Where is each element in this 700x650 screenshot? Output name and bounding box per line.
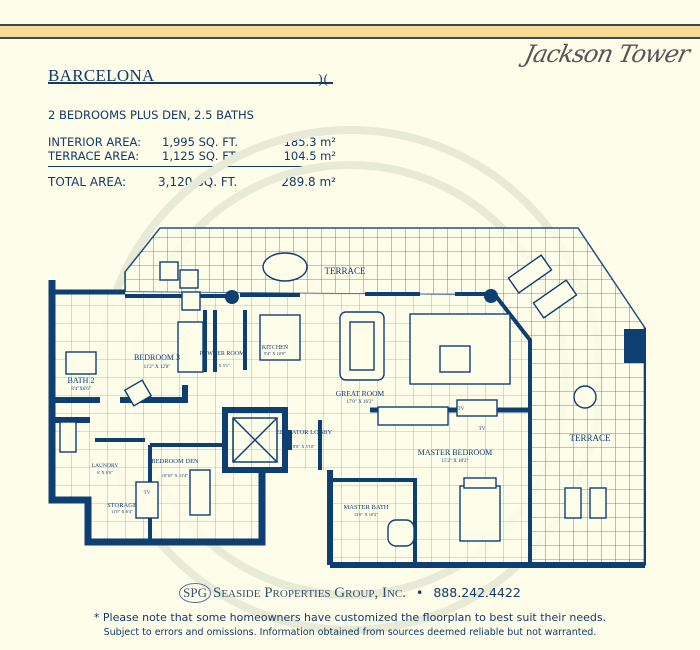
room-powder-room: POWDER ROOM — [200, 351, 246, 357]
area-sqm: 104.5 m² — [283, 149, 336, 163]
title-rule — [48, 82, 333, 84]
room-elevator-lobby-dims: 8'0" X 5'10" — [293, 444, 315, 449]
room-great-room: GREAT ROOM — [336, 389, 385, 398]
total-sqm: 289.8 m² — [281, 175, 336, 189]
walls — [48, 280, 646, 568]
room-terrace-right: TERRACE — [569, 433, 611, 443]
room-bath-2-dims: 8'4"X6'6" — [71, 387, 91, 392]
tv-label: TV — [458, 407, 465, 412]
disclaimer: Subject to errors and omissions. Informa… — [103, 627, 597, 638]
room-master-bedroom: MASTER BEDROOM — [418, 448, 492, 457]
room-master-bath-dims: 13'6" X 10'2" — [354, 512, 378, 517]
area-sqft: 1,125 SQ. FT. — [162, 149, 238, 163]
room-bedroom-den: BEDROOM DEN — [151, 458, 199, 465]
tv-label: TV — [144, 491, 151, 496]
room-bedroom-den-dims: 10'10" X 13'4" — [162, 473, 189, 478]
phone-number: 888.242.4422 — [433, 585, 521, 600]
area-label: TERRACE AREA: — [48, 149, 140, 163]
room-elevator-lobby: ELEVATOR LOBBY — [276, 429, 333, 436]
area-label: INTERIOR AREA: — [48, 135, 142, 149]
room-master-bedroom-dims: 15'2" X 18'2" — [442, 459, 469, 464]
unit-description: 2 BEDROOMS PLUS DEN, 2.5 BATHS — [48, 108, 254, 122]
room-storage-dims: 11'0" X 6'4" — [111, 509, 133, 514]
room-bath-2: BATH 2 — [68, 376, 95, 385]
room-labels: TERRACE TERRACE BEDROOM 3 11'2" X 12'8" … — [68, 266, 611, 517]
room-kitchen: KITCHEN — [262, 345, 289, 351]
top-rule-lower — [0, 37, 700, 39]
room-storage: STORAGE — [107, 502, 137, 509]
top-rule — [0, 24, 700, 26]
company-name: Seaside Properties Group, Inc. — [213, 585, 407, 601]
room-laundry-dims: 6' X 6'6" — [97, 470, 113, 475]
room-kitchen-dims: 9'4" X 10'9" — [264, 351, 286, 356]
furniture — [59, 252, 607, 547]
room-laundry: LAUNDRY — [92, 463, 119, 469]
columns — [225, 289, 644, 363]
unit-title: BARCELONA — [48, 66, 155, 85]
header-band — [0, 26, 700, 37]
separator: • — [416, 585, 424, 600]
room-bedroom-3-dims: 11'2" X 12'8" — [144, 365, 171, 370]
room-terrace-top: TERRACE — [324, 266, 366, 276]
room-powder-room-dims: 6' X 5'1" — [214, 363, 230, 368]
tv-label: TV — [479, 427, 486, 432]
customization-note: * Please note that some homeowners have … — [93, 611, 607, 624]
total-label: TOTAL AREA: — [48, 175, 127, 189]
ornament-icon: )( — [318, 73, 329, 88]
room-master-bath: MASTER BATH — [344, 504, 389, 511]
room-great-room-dims: 17'0" X 16'2" — [347, 400, 374, 405]
area-divider — [48, 166, 332, 167]
room-bedroom-3: BEDROOM 3 — [134, 353, 180, 362]
spg-logo: SPG — [179, 583, 211, 603]
elevator-icon — [232, 417, 278, 463]
area-sqft: 1,995 SQ. FT. — [162, 135, 238, 149]
